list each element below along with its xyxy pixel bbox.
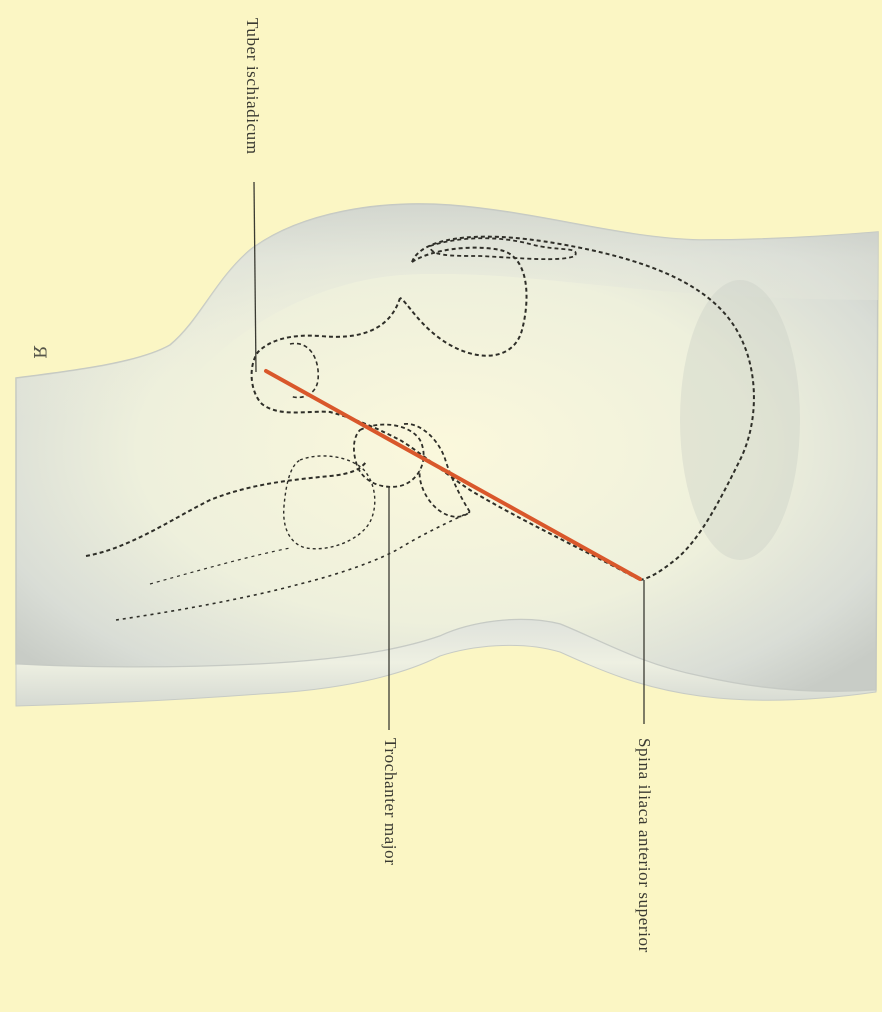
plate-mark: Я: [29, 345, 49, 359]
label-tuber-ischiadicum: Tuber ischiadicum: [244, 18, 261, 155]
pelvic-shadow: [680, 280, 800, 560]
label-spina-iliaca: Spina iliaca anterior superior: [636, 738, 653, 953]
label-trochanter-major: Trochanter major: [382, 738, 399, 865]
